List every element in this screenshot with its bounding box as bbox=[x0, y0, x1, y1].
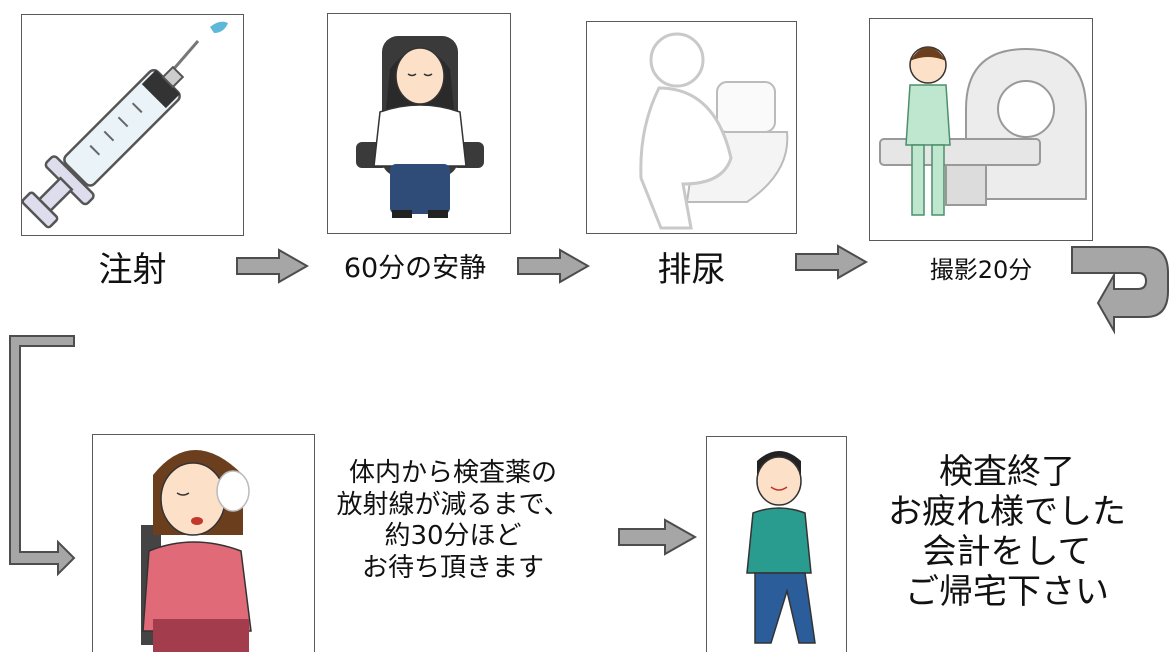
waiting-image bbox=[92, 434, 315, 652]
wait-line: 約30分ほど bbox=[384, 521, 522, 552]
u-turn-arrow-icon bbox=[1071, 246, 1169, 335]
wait-instructions: 体内から検査薬の 放射線が減るまで、 約30分ほど お待ち頂きます bbox=[318, 458, 588, 585]
waiting-woman-icon bbox=[141, 450, 252, 652]
bracket-arrow-icon bbox=[9, 335, 76, 577]
ct-scanner-nurse-icon bbox=[879, 46, 1087, 216]
finish-line: お疲れ様でした bbox=[888, 492, 1126, 533]
syringe-icon bbox=[22, 21, 228, 229]
wait-line: 放射線が減るまで、 bbox=[336, 489, 570, 520]
leaving-image bbox=[706, 436, 847, 652]
step-label-urination: 排尿 bbox=[657, 250, 726, 290]
step-label-scan: 撮影20分 bbox=[929, 256, 1033, 284]
rest-image bbox=[327, 13, 511, 234]
arrow-right-icon bbox=[517, 248, 591, 284]
scan-image bbox=[869, 18, 1093, 241]
finish-line: ご帰宅下さい bbox=[905, 572, 1109, 613]
finish-line: 会計をして bbox=[922, 532, 1092, 573]
arrow-right-icon bbox=[236, 248, 310, 284]
urination-image bbox=[586, 21, 797, 234]
resting-woman-icon bbox=[356, 36, 484, 218]
wait-line: お待ち頂きます bbox=[361, 553, 544, 584]
step-label-rest: 60分の安静 bbox=[343, 253, 487, 284]
step-label-injection: 注射 bbox=[98, 250, 167, 290]
injection-image bbox=[21, 14, 244, 236]
finish-line: 検査終了 bbox=[939, 452, 1075, 492]
arrow-right-icon bbox=[618, 518, 698, 556]
wait-line: 体内から検査薬の bbox=[348, 458, 557, 488]
finish-message: 検査終了 お疲れ様でした 会計をして ご帰宅下さい bbox=[852, 452, 1162, 612]
toilet-icon bbox=[639, 32, 789, 230]
walking-man-icon bbox=[746, 451, 816, 644]
arrow-right-icon bbox=[795, 244, 869, 280]
